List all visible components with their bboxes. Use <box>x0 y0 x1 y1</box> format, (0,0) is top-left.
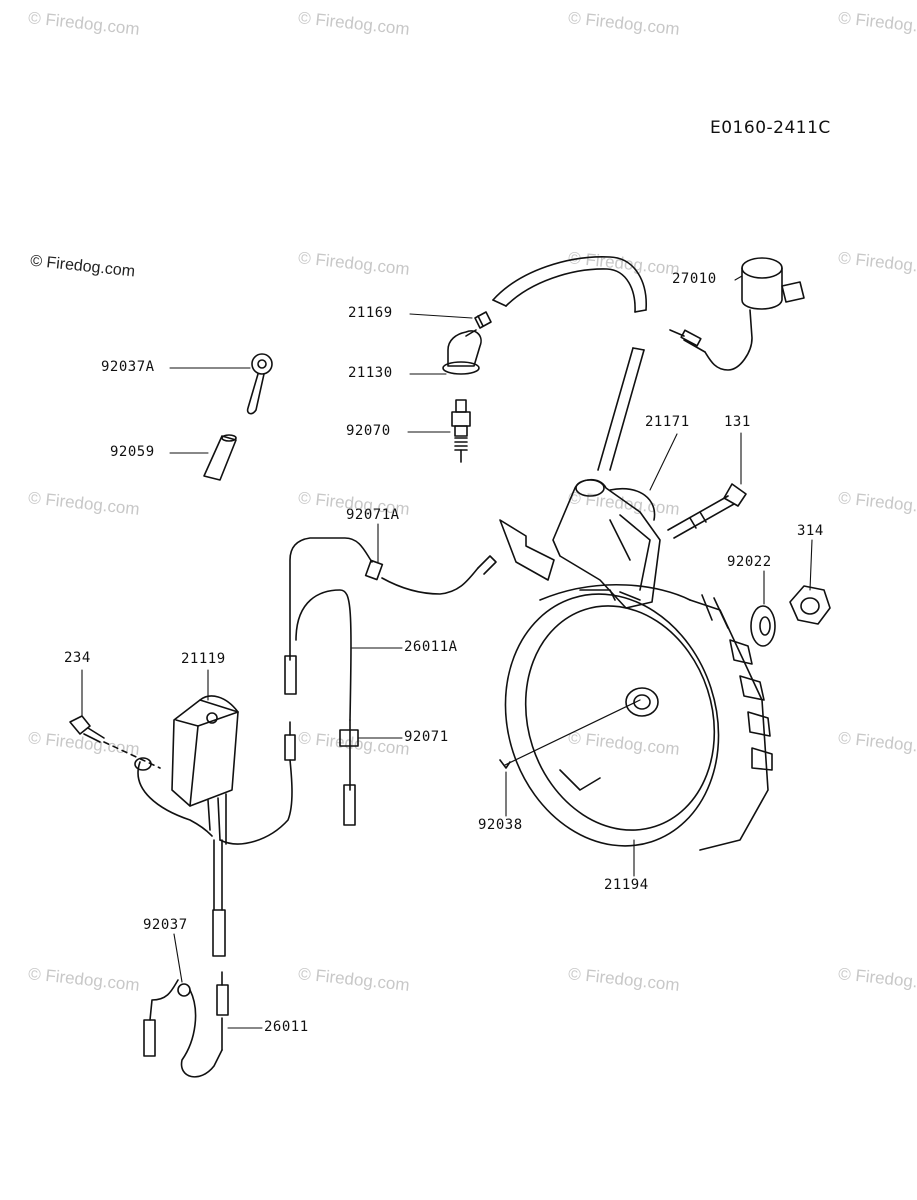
ignition-coil-21171 <box>552 478 661 609</box>
module-21119 <box>171 695 239 845</box>
part-label-314: 314 <box>797 523 824 539</box>
part-label-26011: 26011 <box>264 1019 309 1035</box>
part-label-27010: 27010 <box>672 271 717 287</box>
bolt-131 <box>667 483 747 539</box>
centre-axis-line <box>504 699 641 766</box>
key-92038 <box>499 759 511 769</box>
stop-switch-27010 <box>669 257 805 371</box>
part-label-92071A: 92071A <box>346 507 400 523</box>
module-wiring <box>134 721 296 957</box>
part-label-92059: 92059 <box>110 444 155 460</box>
spark-plug-92070 <box>451 399 471 463</box>
part-label-92071: 92071 <box>404 729 449 745</box>
nut-314 <box>789 585 831 625</box>
connector-21169 <box>474 311 492 329</box>
washer-92022 <box>750 605 776 647</box>
part-label-131: 131 <box>724 414 751 430</box>
flywheel-21194 <box>504 584 773 851</box>
part-label-21171: 21171 <box>645 414 690 430</box>
lead-26011 <box>143 971 229 1078</box>
part-label-92038: 92038 <box>478 817 523 833</box>
part-label-21194: 21194 <box>604 877 649 893</box>
part-label-234: 234 <box>64 650 91 666</box>
hightension-lead <box>492 256 647 471</box>
part-label-21119: 21119 <box>181 651 226 667</box>
lead-26011A <box>339 719 359 826</box>
leader-lines <box>81 275 813 1029</box>
screw-234 <box>69 715 161 769</box>
sleeve-92059 <box>203 434 237 481</box>
terminal-92037A <box>246 353 273 415</box>
lead-92071A <box>284 519 555 721</box>
part-label-21169: 21169 <box>348 305 393 321</box>
part-label-92070: 92070 <box>346 423 391 439</box>
part-label-21130: 21130 <box>348 365 393 381</box>
plug-cap-21130 <box>442 329 482 375</box>
part-label-92037: 92037 <box>143 917 188 933</box>
diagram-code: E0160-2411C <box>710 118 831 138</box>
part-label-92037A: 92037A <box>101 359 155 375</box>
part-label-92022: 92022 <box>727 554 772 570</box>
part-label-26011A: 26011A <box>404 639 458 655</box>
